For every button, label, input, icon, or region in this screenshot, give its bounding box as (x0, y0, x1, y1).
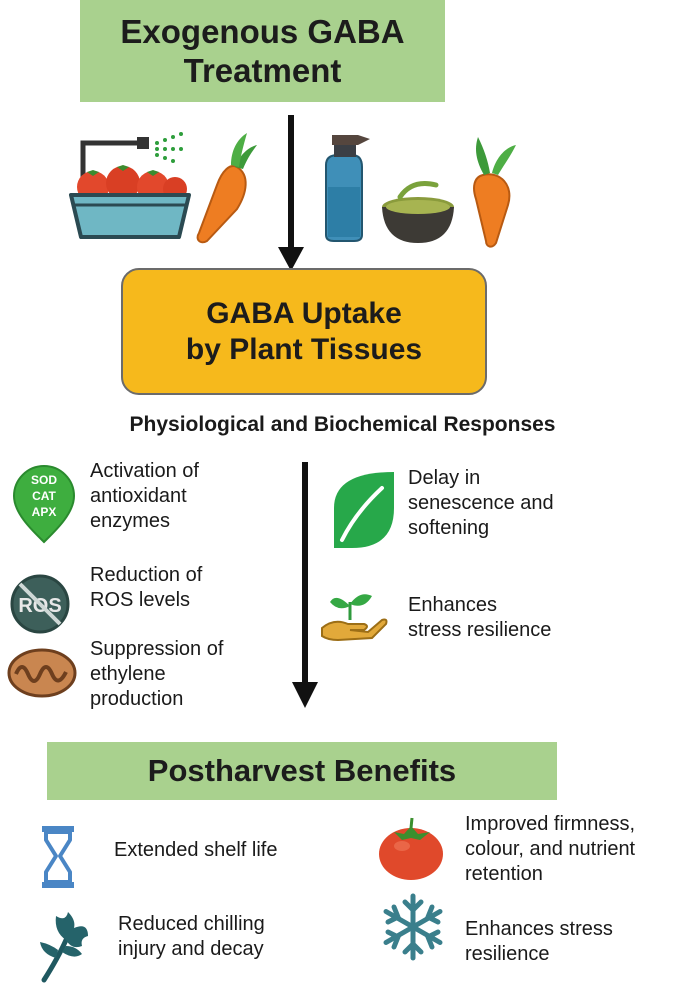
tomato-icon (379, 817, 443, 880)
text-line: Activation of (90, 460, 199, 482)
response-resilience-text: Enhances stress resilience (408, 593, 551, 643)
text-line: softening (408, 517, 490, 539)
spray-bottle-bowl-carrot-icon (325, 135, 516, 248)
spray-tomatoes-carrot-icon (69, 132, 257, 244)
response-ros-text: Reduction of ROS levels (90, 563, 202, 613)
title-line-1: Exogenous GABA (120, 13, 405, 50)
enzyme-badge-apx: APX (32, 505, 57, 519)
enzyme-badge-sod: SOD (31, 473, 57, 487)
benefit-resilience-text: Enhances stress resilience (465, 917, 613, 967)
response-antioxidant-text: Activation of antioxidant enzymes (90, 459, 199, 534)
seedling-in-hand-icon (321, 594, 388, 642)
enzyme-badge-cat: CAT (32, 489, 56, 503)
text-line: production (90, 688, 184, 710)
uptake-box: GABA Uptake by Plant Tissues (121, 268, 487, 395)
benefits-box: Postharvest Benefits (47, 742, 557, 800)
snowflake-icon (383, 893, 443, 961)
text-line: Improved firmness, (465, 813, 636, 835)
text-line: stress resilience (408, 619, 552, 641)
uptake-line-1: GABA Uptake (206, 296, 402, 330)
uptake-line-2: by Plant Tissues (185, 332, 423, 366)
text-line: senescence and (408, 492, 554, 514)
text-line: colour, and nutrient (465, 838, 636, 860)
uptake-text: GABA Uptake by Plant Tissues (186, 296, 422, 368)
text-line: ROS levels (90, 589, 191, 611)
arrow-down-2 (292, 462, 318, 708)
text-line: Reduction of (90, 564, 203, 586)
text-line: Delay in (408, 467, 481, 489)
text-line: enzymes (90, 510, 171, 532)
text-line: ethylene (90, 663, 166, 685)
title-line-2: Treatment (183, 52, 342, 89)
benefit-shelf-life-text: Extended shelf life (114, 838, 277, 863)
leaf-icon (334, 472, 394, 548)
text-line: retention (465, 863, 543, 885)
text-line: injury and decay (118, 938, 264, 960)
parsley-leaf-icon (40, 912, 88, 983)
arrow-down-1 (278, 115, 304, 271)
text-line: Reduced chilling (118, 913, 265, 935)
text-line: Enhances stress (465, 918, 613, 940)
hourglass-icon (42, 826, 74, 888)
mitochondrion-icon (7, 648, 77, 698)
antioxidant-enzyme-icon: SOD CAT APX (12, 465, 76, 544)
response-ethylene-text: Suppression of ethylene production (90, 637, 223, 712)
title-text: Exogenous GABA Treatment (120, 12, 404, 90)
text-line: antioxidant (90, 485, 187, 507)
text-line: resilience (465, 943, 550, 965)
benefits-heading: Postharvest Benefits (147, 753, 457, 788)
benefit-firmness-text: Improved firmness, colour, and nutrient … (465, 812, 635, 887)
text-line: Extended shelf life (114, 839, 278, 861)
title-box: Exogenous GABA Treatment (80, 0, 445, 102)
text-line: Suppression of (90, 638, 224, 660)
text-line: Enhances (408, 594, 497, 616)
benefit-chilling-text: Reduced chilling injury and decay (118, 912, 265, 962)
response-senescence-text: Delay in senescence and softening (408, 466, 554, 541)
responses-heading: Physiological and Biochemical Responses (129, 413, 556, 436)
ros-crossed-icon: ROS (10, 574, 70, 634)
